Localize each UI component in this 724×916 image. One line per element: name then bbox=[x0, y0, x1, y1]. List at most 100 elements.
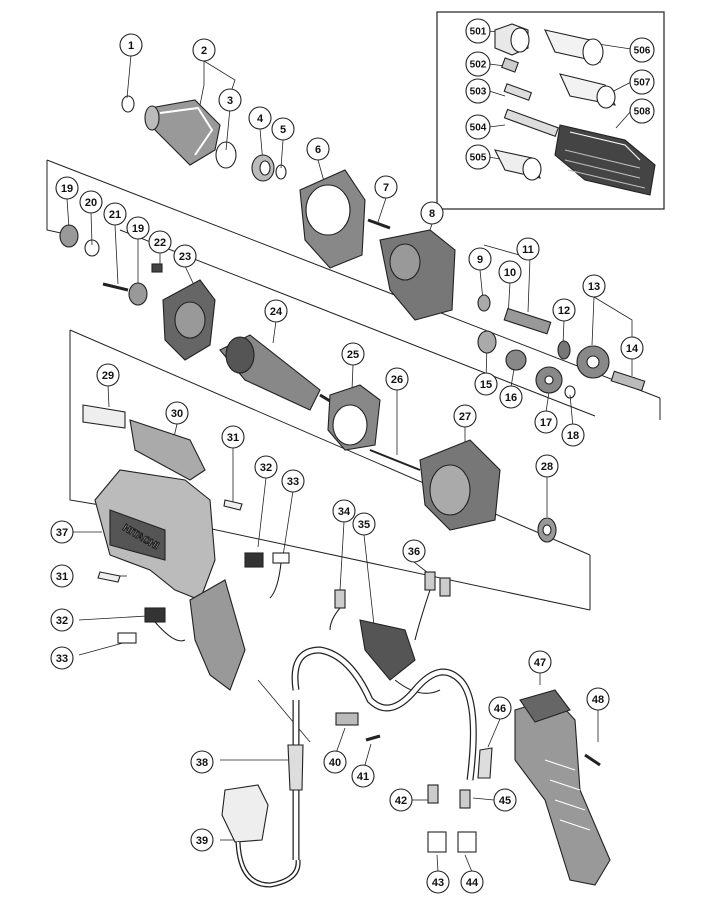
callout-22: 22 bbox=[148, 230, 172, 254]
callout-circle bbox=[352, 512, 376, 536]
part-35-switch bbox=[359, 619, 441, 694]
part-28-bearing bbox=[537, 517, 557, 543]
callout-circle bbox=[248, 106, 272, 130]
callout-32b: 32 bbox=[50, 608, 74, 632]
part-15-bearing bbox=[477, 330, 497, 354]
callout-9: 9 bbox=[468, 247, 492, 271]
part-46-tag bbox=[477, 747, 493, 779]
callout-number: 28 bbox=[541, 461, 553, 473]
callout-number: 1 bbox=[128, 40, 134, 52]
callout-circle bbox=[306, 137, 330, 161]
callout-505: 505 bbox=[465, 144, 491, 170]
callout-32a: 32 bbox=[254, 455, 278, 479]
callout-number: 12 bbox=[558, 305, 570, 317]
part-47-handle-cover bbox=[514, 689, 611, 886]
callout-circle bbox=[103, 202, 127, 226]
callout-circle bbox=[528, 650, 552, 674]
callout-circle bbox=[351, 764, 375, 788]
callout-circle bbox=[221, 425, 245, 449]
callout-circle bbox=[629, 98, 655, 124]
callout-number: 22 bbox=[154, 237, 166, 249]
callout-circle bbox=[498, 260, 522, 284]
callout-41: 41 bbox=[351, 764, 375, 788]
callout-number: 9 bbox=[477, 254, 483, 266]
callout-8: 8 bbox=[420, 201, 444, 225]
part-42-connector bbox=[427, 784, 439, 804]
callout-circle bbox=[474, 372, 498, 396]
callout-18: 18 bbox=[561, 423, 585, 447]
callout-circle bbox=[620, 336, 644, 360]
callout-29: 29 bbox=[96, 363, 120, 387]
callout-circle bbox=[281, 469, 305, 493]
callout-17: 17 bbox=[534, 410, 558, 434]
callout-circle bbox=[55, 176, 79, 200]
callout-circle bbox=[385, 367, 409, 391]
callout-circle bbox=[79, 190, 103, 214]
callout-circle bbox=[126, 216, 150, 240]
callout-number: 508 bbox=[634, 107, 651, 118]
callout-47: 47 bbox=[528, 650, 552, 674]
part-29-label bbox=[82, 404, 126, 429]
accessory-508-case bbox=[554, 124, 656, 196]
callout-21: 21 bbox=[103, 202, 127, 226]
callout-number: 7 bbox=[383, 182, 389, 194]
callout-number: 2 bbox=[201, 45, 207, 57]
callout-circle bbox=[499, 385, 523, 409]
callout-circle bbox=[460, 870, 484, 894]
part-31-label-upper bbox=[223, 499, 243, 511]
callout-number: 37 bbox=[56, 527, 68, 539]
callout-4: 4 bbox=[248, 106, 272, 130]
part-4-bearing bbox=[251, 154, 275, 182]
part-2-nose-cap bbox=[144, 99, 221, 166]
callout-number: 34 bbox=[338, 506, 351, 518]
callout-number: 6 bbox=[315, 144, 321, 156]
accessory-502-bit bbox=[501, 57, 519, 73]
callout-circle bbox=[488, 696, 512, 720]
callout-number: 39 bbox=[196, 835, 208, 847]
part-36-connectors bbox=[414, 571, 451, 641]
callout-circle bbox=[192, 38, 216, 62]
callout-501: 501 bbox=[465, 18, 491, 44]
callout-43: 43 bbox=[426, 870, 450, 894]
part-32-switch-lower bbox=[144, 607, 186, 642]
part-9-bearing bbox=[477, 294, 491, 312]
part-3-clip bbox=[215, 141, 237, 169]
callout-circle bbox=[535, 454, 559, 478]
part-21-screw bbox=[102, 282, 129, 292]
callout-number: 31 bbox=[227, 432, 239, 444]
callout-number: 40 bbox=[329, 757, 341, 769]
callout-number: 47 bbox=[534, 657, 546, 669]
part-44-brush bbox=[457, 831, 477, 853]
part-43-brush bbox=[427, 831, 447, 853]
callout-number: 18 bbox=[567, 430, 579, 442]
callout-circle bbox=[629, 37, 655, 63]
callout-number: 42 bbox=[395, 795, 407, 807]
callout-circle bbox=[50, 646, 74, 670]
callout-3: 3 bbox=[218, 88, 242, 112]
accessory-506-sleeve bbox=[544, 29, 604, 66]
callout-number: 43 bbox=[432, 877, 444, 889]
callout-circle bbox=[190, 750, 214, 774]
callout-number: 31 bbox=[56, 571, 68, 583]
part-14-shaft bbox=[610, 370, 646, 392]
callout-circle bbox=[552, 298, 576, 322]
group-frame-lines bbox=[46, 159, 661, 611]
part-6-gear-cover bbox=[299, 169, 366, 269]
part-38-cord bbox=[287, 646, 477, 860]
callout-number: 35 bbox=[358, 519, 370, 531]
callout-number: 33 bbox=[56, 653, 68, 665]
callout-circle bbox=[264, 299, 288, 323]
callout-circle bbox=[402, 539, 426, 563]
callout-circle bbox=[582, 274, 606, 298]
part-33-capacitor-lower bbox=[117, 632, 137, 644]
callout-14: 14 bbox=[620, 336, 644, 360]
part-41-screw bbox=[365, 734, 381, 742]
callout-circle bbox=[426, 870, 450, 894]
callout-508: 508 bbox=[629, 98, 655, 124]
part-18-washer bbox=[564, 385, 576, 399]
callout-13: 13 bbox=[582, 274, 606, 298]
callout-6: 6 bbox=[306, 137, 330, 161]
callout-27: 27 bbox=[453, 404, 477, 428]
